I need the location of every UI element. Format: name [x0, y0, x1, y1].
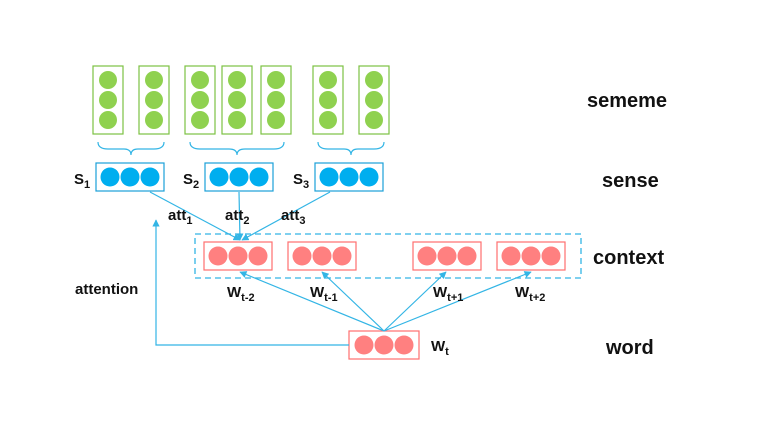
brace-2 — [189, 141, 285, 156]
sememe-vector-2 — [138, 65, 170, 135]
sense-label-2: S2 — [183, 171, 199, 191]
arrow-sense2-to-context — [236, 191, 244, 241]
row-label-context: context — [593, 247, 664, 269]
sense-label-1: S1 — [74, 171, 90, 191]
arrow-group — [149, 191, 532, 346]
sememe-group — [92, 65, 390, 135]
row-label-word: word — [605, 337, 654, 359]
context-dashed-box — [194, 233, 582, 279]
target-word-label: Wt — [431, 338, 449, 358]
att-label-1: att1 — [168, 207, 192, 227]
context-group — [203, 241, 566, 271]
sense-vector-3 — [314, 162, 384, 192]
arrow-word-to-ctx4 — [383, 271, 532, 332]
sense-label-3: S3 — [293, 171, 309, 191]
row-label-sense: sense — [602, 170, 659, 192]
brace-3 — [317, 141, 385, 156]
row-label-sememe: sememe — [587, 90, 667, 112]
brace-1 — [97, 141, 165, 156]
context-word-label-1: Wt-2 — [227, 284, 255, 304]
sememe-vector-4 — [221, 65, 253, 135]
sememe-vector-5 — [260, 65, 292, 135]
att-label-3: att3 — [281, 207, 305, 227]
arrow-attention-path — [152, 219, 349, 346]
arrow-sense3-to-context — [241, 191, 331, 241]
sememe-vector-6 — [312, 65, 344, 135]
target-word-vector — [348, 330, 420, 360]
sememe-vector-7 — [358, 65, 390, 135]
sememe-vector-1 — [92, 65, 124, 135]
context-vector-4 — [496, 241, 566, 271]
sememe-vector-3 — [184, 65, 216, 135]
arrow-word-to-ctx1 — [239, 271, 385, 332]
context-vector-2 — [287, 241, 357, 271]
brace-group — [97, 141, 385, 156]
context-word-label-3: Wt+1 — [433, 284, 463, 304]
arrow-word-to-ctx2 — [321, 271, 385, 332]
sense-vector-2 — [204, 162, 274, 192]
arrow-word-to-ctx3 — [383, 271, 447, 332]
arrow-sense1-to-context — [149, 191, 241, 241]
context-word-label-2: Wt-1 — [310, 284, 338, 304]
attention-label: attention — [75, 281, 138, 298]
context-vector-1 — [203, 241, 273, 271]
sense-vector-1 — [95, 162, 165, 192]
sense-group — [95, 162, 384, 192]
att-label-2: att2 — [225, 207, 249, 227]
context-word-label-4: Wt+2 — [515, 284, 545, 304]
context-vector-3 — [412, 241, 482, 271]
